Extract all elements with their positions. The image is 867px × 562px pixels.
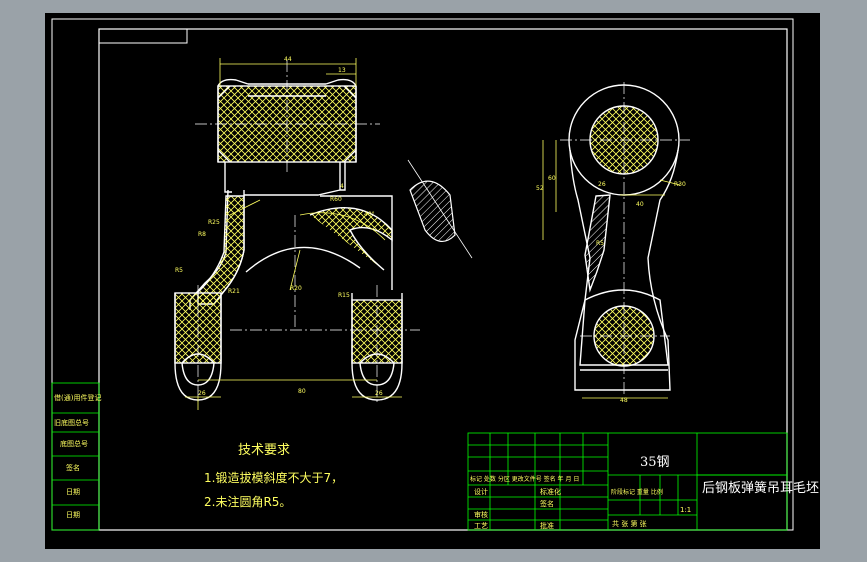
bottom-boss-side bbox=[579, 289, 669, 366]
side-centerlines bbox=[560, 82, 690, 395]
dim-26-left: 26 bbox=[198, 390, 206, 397]
scale: 1:1 bbox=[680, 506, 691, 514]
technical-requirements: 技术要求 1.锻造拔模斜度不大于7， 2.未注圆角R5。 bbox=[204, 443, 343, 509]
dim-r20: R20 bbox=[290, 285, 302, 292]
row-check: 审核 bbox=[474, 510, 488, 519]
stage-headers: 阶段标记 重量 比例 bbox=[611, 488, 663, 496]
code-box bbox=[98, 28, 188, 44]
side-stamp bbox=[51, 382, 100, 531]
dim-r5: R5 bbox=[175, 267, 183, 274]
requirements-line1: 1.锻造拔模斜度不大于7， bbox=[204, 470, 343, 485]
dim-r60: R60 bbox=[330, 196, 342, 203]
dim-r5-side: R5 bbox=[596, 240, 604, 247]
dim-80: 80 bbox=[298, 388, 306, 395]
dim-44: 44 bbox=[284, 56, 292, 63]
drawing-name: 后钢板弹簧吊耳毛坯 bbox=[702, 480, 819, 496]
stamp-item6: 日期 bbox=[66, 511, 80, 519]
material: 35钢 bbox=[640, 455, 670, 470]
dim-r15: R15 bbox=[338, 292, 350, 299]
arch-outline bbox=[245, 246, 361, 273]
stamp-item3: 底图总号 bbox=[60, 439, 88, 448]
row-std: 标准化 bbox=[540, 487, 561, 496]
dim-60: 60 bbox=[548, 175, 556, 182]
dim-r25: R25 bbox=[208, 219, 220, 226]
rotated-section bbox=[407, 159, 473, 259]
dim-26: 26 bbox=[598, 181, 606, 188]
dim-40deg: 40° bbox=[364, 211, 375, 218]
front-dimensions bbox=[185, 58, 402, 410]
drawing-area bbox=[45, 13, 820, 549]
stamp-item2: 旧底图总号 bbox=[54, 418, 89, 427]
top-bushing-outline bbox=[224, 162, 346, 193]
stamp-item1: 借(通)用件登记 bbox=[54, 393, 101, 402]
dim-4: 4 bbox=[340, 183, 344, 190]
header-row: 标记 处数 分区 更改文件号 签名 年 月 日 bbox=[470, 475, 579, 483]
dim-r8: R8 bbox=[198, 231, 206, 238]
row-sign: 签名 bbox=[540, 499, 554, 508]
side-dim-text: 52 60 40 R30 48 26 R5 bbox=[536, 175, 686, 404]
title-block bbox=[467, 432, 788, 531]
side-dimensions bbox=[542, 140, 681, 399]
requirements-line2: 2.未注圆角R5。 bbox=[204, 494, 291, 509]
dim-52: 52 bbox=[536, 185, 544, 192]
side-stamp-text: 借(通)用件登记 旧底图总号 底图总号 签名 日期 日期 bbox=[54, 393, 101, 519]
dim-40: 40 bbox=[636, 201, 644, 208]
stamp-item4: 签名 bbox=[66, 463, 80, 472]
row-process: 工艺 bbox=[474, 522, 488, 530]
row-design: 设计 bbox=[474, 487, 488, 496]
dim-r30: R30 bbox=[674, 181, 686, 188]
front-dim-text: 44 13 R60 4 40° R25 R8 R5 R21 R20 R15 80… bbox=[175, 56, 383, 397]
requirements-title: 技术要求 bbox=[238, 443, 290, 458]
dim-48: 48 bbox=[620, 397, 628, 404]
dim-r21: R21 bbox=[228, 288, 240, 295]
front-centerlines bbox=[195, 60, 420, 405]
sheet-info: 共 张 第 张 bbox=[612, 519, 647, 528]
dim-26-right: 26 bbox=[375, 390, 383, 397]
row-approve: 批准 bbox=[540, 521, 554, 530]
title-block-text: 35钢 后钢板弹簧吊耳毛坯 标记 处数 分区 更改文件号 签名 年 月 日 设计… bbox=[470, 455, 819, 530]
stamp-item5: 日期 bbox=[66, 488, 80, 496]
dim-13: 13 bbox=[338, 67, 346, 74]
inner-border bbox=[98, 28, 788, 531]
